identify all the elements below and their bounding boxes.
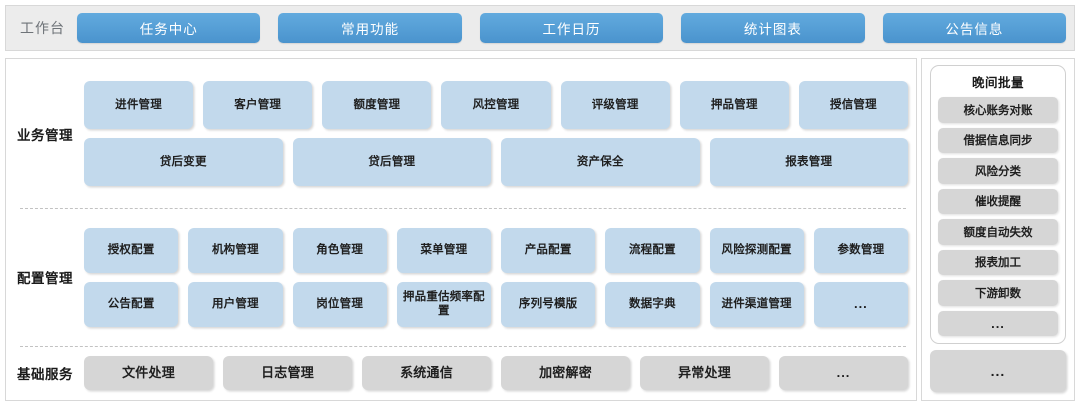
section-rows-configuration-management: 授权配置 机构管理 角色管理 菜单管理 产品配置 流程配置 风险探测配置 参数管…	[84, 227, 916, 327]
section-label-business-management: 业务管理	[17, 127, 73, 143]
batch-item-more[interactable]: ...	[938, 310, 1058, 336]
section-rows-basic-services: 文件处理 日志管理 系统通信 加密解密 异常处理 ...	[84, 356, 916, 390]
tile-file-processing[interactable]: 文件处理	[84, 356, 213, 390]
tile-post-loan-management[interactable]: 贷后管理	[292, 138, 491, 186]
tile-authorization-config[interactable]: 授权配置	[84, 227, 179, 273]
tile-announcement-config[interactable]: 公告配置	[84, 281, 179, 327]
batch-item-core-accounting-reconciliation[interactable]: 核心账务对账	[938, 97, 1058, 123]
night-batch-card: 晚间批量 核心账务对账 借据信息同步 风险分类 催收提醒 额度自动失效 报表加工…	[930, 65, 1066, 344]
night-batch-title: 晚间批量	[971, 76, 1024, 90]
tile-organization-management[interactable]: 机构管理	[188, 227, 283, 273]
tile-post-loan-change[interactable]: 贷后变更	[84, 138, 283, 186]
tile-risk-detection-config[interactable]: 风险探测配置	[709, 227, 804, 273]
nav-button-list: 任务中心 常用功能 工作日历 统计图表 公告信息	[77, 13, 1067, 43]
section-configuration-management: 配置管理 授权配置 机构管理 角色管理 菜单管理 产品配置 流程配置 风险探测配…	[6, 208, 916, 346]
nav-button-task-center[interactable]: 任务中心	[77, 13, 261, 43]
tile-credit-granting-management[interactable]: 授信管理	[798, 81, 908, 129]
tile-more-basic-services[interactable]: ...	[779, 356, 908, 390]
tile-parameter-management[interactable]: 参数管理	[813, 227, 908, 273]
batch-item-loan-receipt-info-sync[interactable]: 借据信息同步	[938, 127, 1058, 153]
right-panel-more-tile[interactable]: ...	[930, 350, 1066, 392]
tile-log-management[interactable]: 日志管理	[223, 356, 352, 390]
tile-data-dictionary[interactable]: 数据字典	[605, 281, 700, 327]
tile-rating-management[interactable]: 评级管理	[560, 81, 670, 129]
section-divider-1	[20, 208, 906, 209]
section-label-basic-services: 基础服务	[17, 367, 73, 382]
nav-button-statistics-charts[interactable]: 统计图表	[681, 13, 865, 43]
batch-item-auto-credit-limit-expiry[interactable]: 额度自动失效	[938, 219, 1058, 245]
tile-row: 公告配置 用户管理 岗位管理 押品重估频率配置 序列号模版 数据字典 进件渠道管…	[84, 281, 908, 327]
section-divider-2	[20, 346, 906, 347]
tile-row: 进件管理 客户管理 额度管理 风控管理 评级管理 押品管理 授信管理	[84, 81, 908, 129]
batch-item-downstream-data-unload[interactable]: 下游卸数	[938, 280, 1058, 306]
tile-application-channel-management[interactable]: 进件渠道管理	[709, 281, 804, 327]
tile-asset-preservation[interactable]: 资产保全	[501, 138, 700, 186]
batch-item-collection-reminder[interactable]: 催收提醒	[938, 188, 1058, 214]
night-batch-panel: 晚间批量 核心账务对账 借据信息同步 风险分类 催收提醒 额度自动失效 报表加工…	[921, 58, 1075, 401]
tile-role-management[interactable]: 角色管理	[292, 227, 387, 273]
section-rows-business-management: 进件管理 客户管理 额度管理 风控管理 评级管理 押品管理 授信管理 贷后变更 …	[84, 81, 916, 186]
tile-row: 授权配置 机构管理 角色管理 菜单管理 产品配置 流程配置 风险探测配置 参数管…	[84, 227, 908, 273]
tile-user-management[interactable]: 用户管理	[188, 281, 283, 327]
tile-credit-limit-management[interactable]: 额度管理	[322, 81, 432, 129]
batch-item-risk-classification[interactable]: 风险分类	[938, 158, 1058, 184]
section-business-management: 业务管理 进件管理 客户管理 额度管理 风控管理 评级管理 押品管理 授信管理 …	[6, 59, 916, 208]
nav-button-announcements[interactable]: 公告信息	[882, 13, 1067, 43]
nav-button-work-calendar[interactable]: 工作日历	[479, 13, 664, 43]
module-map-panel: 业务管理 进件管理 客户管理 额度管理 风控管理 评级管理 押品管理 授信管理 …	[5, 58, 917, 401]
tile-position-management[interactable]: 岗位管理	[292, 281, 387, 327]
tile-row: 贷后变更 贷后管理 资产保全 报表管理	[84, 138, 908, 186]
tile-row: 文件处理 日志管理 系统通信 加密解密 异常处理 ...	[84, 356, 908, 390]
tile-application-management[interactable]: 进件管理	[84, 81, 194, 129]
section-label-configuration-management: 配置管理	[17, 271, 73, 286]
tile-collateral-management[interactable]: 押品管理	[679, 81, 789, 129]
tile-menu-management[interactable]: 菜单管理	[396, 227, 491, 273]
tile-report-management[interactable]: 报表管理	[709, 138, 908, 186]
tile-serial-number-template[interactable]: 序列号模版	[501, 281, 596, 327]
tile-system-communication[interactable]: 系统通信	[362, 356, 491, 390]
nav-button-common-functions[interactable]: 常用功能	[278, 13, 462, 43]
top-navigation-bar: 工作台 任务中心 常用功能 工作日历 统计图表 公告信息	[5, 5, 1075, 51]
tile-product-config[interactable]: 产品配置	[501, 227, 596, 273]
section-basic-services: 基础服务 文件处理 日志管理 系统通信 加密解密 异常处理 ...	[6, 346, 916, 400]
tile-exception-handling[interactable]: 异常处理	[640, 356, 769, 390]
tile-process-config[interactable]: 流程配置	[605, 227, 700, 273]
tile-encryption-decryption[interactable]: 加密解密	[501, 356, 630, 390]
workbench-label: 工作台	[20, 20, 65, 36]
tile-more-config[interactable]: ...	[813, 281, 908, 327]
tile-risk-control-management[interactable]: 风控管理	[441, 81, 551, 129]
tile-customer-management[interactable]: 客户管理	[203, 81, 313, 129]
tile-collateral-revaluation-frequency-config[interactable]: 押品重估频率配置	[396, 281, 491, 327]
batch-item-report-processing[interactable]: 报表加工	[938, 249, 1058, 275]
